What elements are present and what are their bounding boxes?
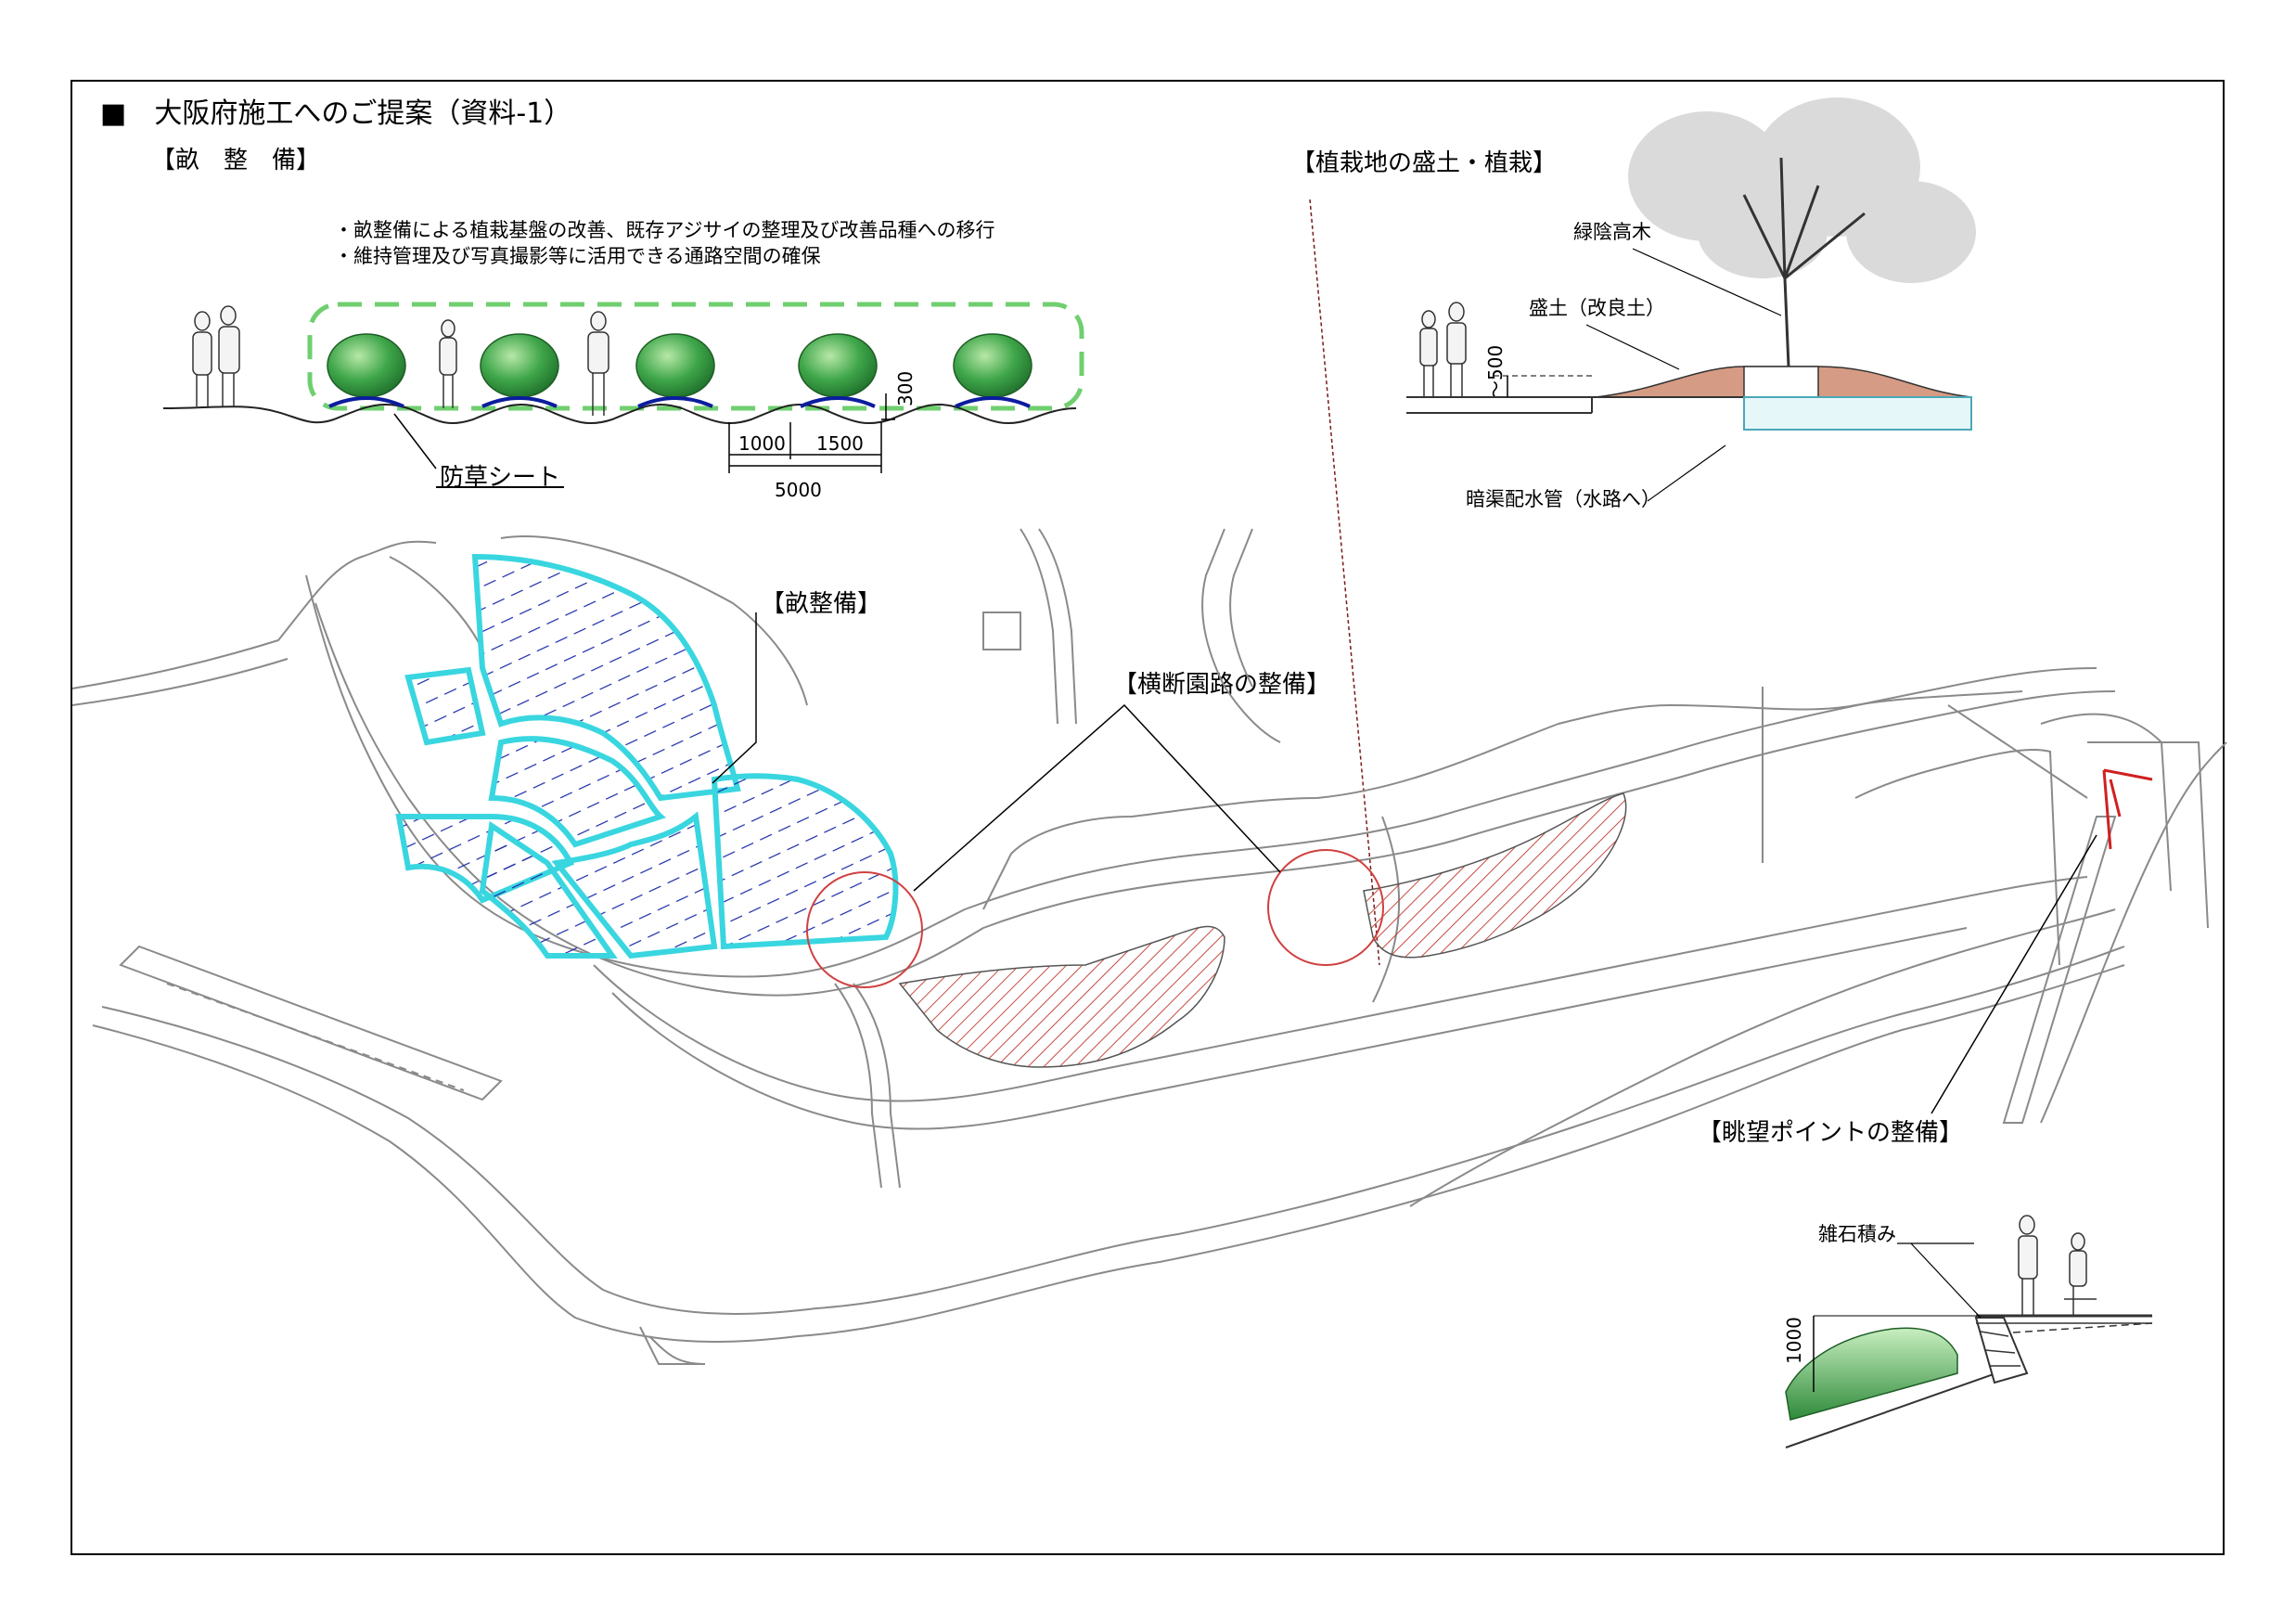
planting-people [1419, 302, 1467, 397]
boundary-line [71, 540, 437, 689]
stone-wall-label: 雑石積み [1818, 1223, 1896, 1245]
viewpoint-people [2018, 1215, 2097, 1316]
drain-pipe [1743, 396, 1972, 431]
drain-pipe-label: 暗渠配水管（水路へ） [1466, 488, 1661, 510]
une-section-detail [162, 302, 1084, 488]
people-figures [192, 305, 609, 416]
tree-canopy [1628, 97, 1976, 283]
parking-area [119, 945, 503, 1101]
person-icon [192, 331, 212, 376]
pipe-leader [1647, 444, 1726, 502]
section-cut-line [1309, 199, 1380, 966]
person-icon [220, 305, 237, 326]
note-line-2: ・維持管理及び写真撮影等に活用できる通路空間の確保 [334, 245, 821, 267]
dim-1000: 1000 [738, 432, 786, 455]
viewpoint-marker [2102, 768, 2153, 850]
une-bed-west [479, 820, 618, 959]
mound-leader [1585, 324, 1680, 370]
path-section-label: 【横断園路の整備】 [1113, 671, 1331, 699]
person-icon [218, 326, 240, 374]
stone-leader [1910, 1242, 1982, 1319]
dimension-lines [728, 393, 895, 473]
root-ball [1743, 366, 1819, 398]
tree-label: 緑陰高木 [1573, 221, 1651, 243]
north-path [1020, 528, 1058, 725]
path-focus-circle-east [1267, 849, 1384, 966]
une-bed-center [551, 811, 718, 959]
tree-trunk [1742, 157, 1866, 367]
mound-label: 盛土（改良土） [1529, 297, 1665, 319]
shrub [327, 333, 406, 398]
drawing-frame [71, 80, 2225, 1555]
shrub [953, 333, 1033, 398]
une-bed-north [471, 553, 741, 802]
river-line-1 [92, 964, 2125, 1343]
planting-hatch-areas [898, 792, 1627, 1068]
focus-circles [806, 849, 1384, 988]
viewpoint-slope [2040, 741, 2227, 1124]
person-icon [194, 311, 211, 331]
une-bed-small [404, 666, 486, 746]
une-section-label: 【畝 整 備】 [151, 147, 321, 174]
dim-5000: 5000 [775, 479, 822, 501]
branch-path [834, 983, 882, 1189]
une-bed-arc-1 [488, 736, 667, 848]
person-icon [590, 311, 607, 331]
person-icon [2019, 1215, 2035, 1235]
une-map-label: 【畝整備】 [761, 590, 882, 618]
person-icon [441, 319, 455, 338]
une-guide-frame [307, 302, 1084, 411]
hatch-area-west [898, 925, 1225, 1068]
slope-line [1785, 1363, 2023, 1448]
stone-wall [1974, 1317, 2029, 1384]
shrub [798, 333, 878, 398]
dim-1500: 1500 [816, 432, 864, 455]
path-focus-circle-west [806, 871, 923, 988]
sheet-leader-line [393, 413, 437, 470]
une-map-leader [712, 612, 757, 784]
path-leader [913, 703, 1281, 892]
weed-sheets [328, 396, 1031, 408]
viewpoint-deck [2002, 816, 2117, 1124]
note-line-1: ・畝整備による植栽基盤の改善、既存アジサイの整理及び改善品種への移行 [334, 219, 995, 241]
planting-section-label: 【植栽地の盛土・植栽】 [1291, 149, 1558, 177]
tree-leader [1632, 248, 1782, 316]
viewpoint-leader [1930, 834, 2097, 1114]
person-icon [2071, 1232, 2085, 1251]
page-title: ■ 大阪府施工へのご提案（資料-1） [100, 97, 572, 130]
lower-path [593, 876, 2088, 1102]
shrub-row [327, 333, 1033, 398]
viewpoint-section-label: 【眺望ポイントの整備】 [1698, 1119, 1964, 1147]
viewpoint-detail [1785, 1215, 2153, 1448]
shrub [635, 333, 715, 398]
weed-sheet-label: 防草シート [440, 464, 561, 492]
planting-detail [1309, 97, 1976, 966]
une-beds [395, 553, 899, 959]
shrub [480, 333, 559, 398]
une-bed-east [711, 773, 899, 950]
hatch-area-east [1363, 792, 1627, 959]
river-line-2 [101, 946, 2125, 1315]
leader-lines [712, 612, 2097, 1114]
person-icon [1421, 310, 1436, 328]
person-icon [1448, 302, 1465, 322]
ground-wave-line [162, 403, 1077, 425]
hedge [1785, 1327, 1958, 1421]
